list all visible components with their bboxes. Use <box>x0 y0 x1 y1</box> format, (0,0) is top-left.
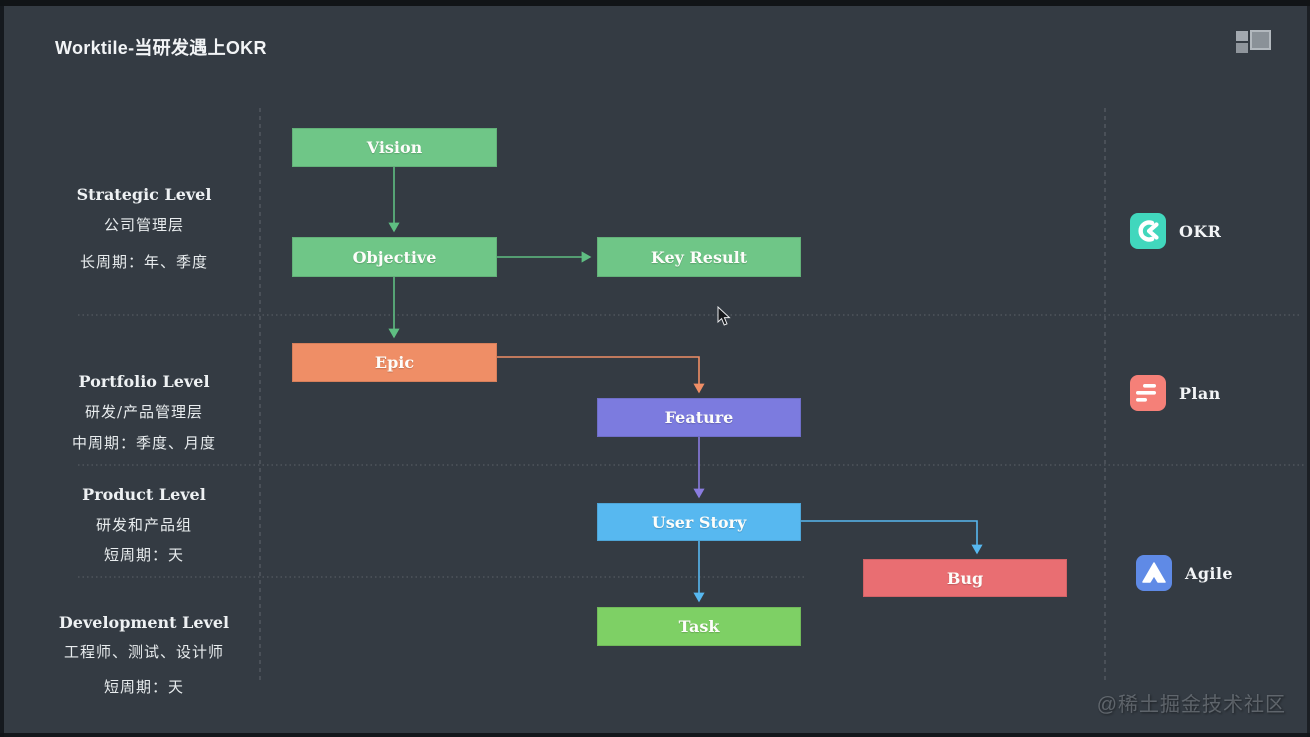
legend-plan-label: Plan <box>1179 383 1221 403</box>
node-feature: Feature <box>597 398 801 437</box>
node-task: Task <box>597 607 801 646</box>
node-key-result: Key Result <box>597 237 801 277</box>
legend-agile: Agile <box>1136 555 1233 591</box>
node-feature-label: Feature <box>664 408 734 427</box>
node-vision: Vision <box>292 128 497 167</box>
node-bug-label: Bug <box>946 568 984 588</box>
node-epic: Epic <box>292 343 497 382</box>
node-user-story-label: User Story <box>651 512 747 532</box>
page-title: Worktile-当研发遇上OKR <box>55 38 267 58</box>
level-strategic-name: Strategic Level <box>76 185 212 204</box>
frame-edge-top <box>0 0 1310 6</box>
grid-logo-square-large <box>1250 30 1271 50</box>
level-portfolio-cycle: 中周期：季度、月度 <box>71 434 216 452</box>
agile-icon <box>1136 555 1172 591</box>
frame-edge-bottom <box>0 733 1310 737</box>
level-product-name: Product Level <box>82 485 206 504</box>
agile-icon-glyph <box>1142 562 1166 583</box>
level-strategic-cycle: 长周期：年、季度 <box>79 253 208 271</box>
level-product-cycle: 短周期：天 <box>103 546 184 564</box>
node-vision-label: Vision <box>366 138 423 157</box>
arrow-userstory-to-bug <box>801 520 983 555</box>
legend-agile-label: Agile <box>1185 563 1233 583</box>
level-development-name: Development Level <box>58 613 230 632</box>
node-user-story: User Story <box>597 503 801 541</box>
node-key-result-label: Key Result <box>650 247 748 267</box>
grid-logo-icon <box>1236 30 1271 56</box>
okr-icon-glyph <box>1138 220 1159 242</box>
frame-edge-right <box>1307 0 1310 737</box>
level-product-role: 研发和产品组 <box>95 516 192 534</box>
node-objective: Objective <box>292 237 497 277</box>
level-portfolio-role: 研发/产品管理层 <box>84 403 204 421</box>
node-objective-label: Objective <box>352 247 437 267</box>
grid-logo-square-small-bottom <box>1236 43 1248 53</box>
plan-icon-glyph <box>1136 384 1156 402</box>
legend-okr: OKR <box>1130 213 1221 249</box>
arrow-epic-to-feature <box>497 356 705 394</box>
level-development-role: 工程师、测试、设计师 <box>63 643 224 661</box>
level-strategic-role: 公司管理层 <box>103 216 184 234</box>
legend-plan: Plan <box>1130 375 1221 411</box>
node-bug: Bug <box>863 559 1067 597</box>
okr-icon <box>1130 213 1166 249</box>
grid-logo-square-small-top <box>1236 31 1248 41</box>
level-development-cycle: 短周期：天 <box>103 678 184 696</box>
mouse-cursor <box>717 306 731 326</box>
node-epic-label: Epic <box>374 353 415 372</box>
plan-icon <box>1130 375 1166 411</box>
node-task-label: Task <box>678 617 720 636</box>
level-portfolio-name: Portfolio Level <box>78 372 210 391</box>
frame-edge-left <box>0 0 4 737</box>
watermark: @稀土掘金技术社区 <box>1096 694 1286 716</box>
legend-okr-label: OKR <box>1179 221 1222 241</box>
